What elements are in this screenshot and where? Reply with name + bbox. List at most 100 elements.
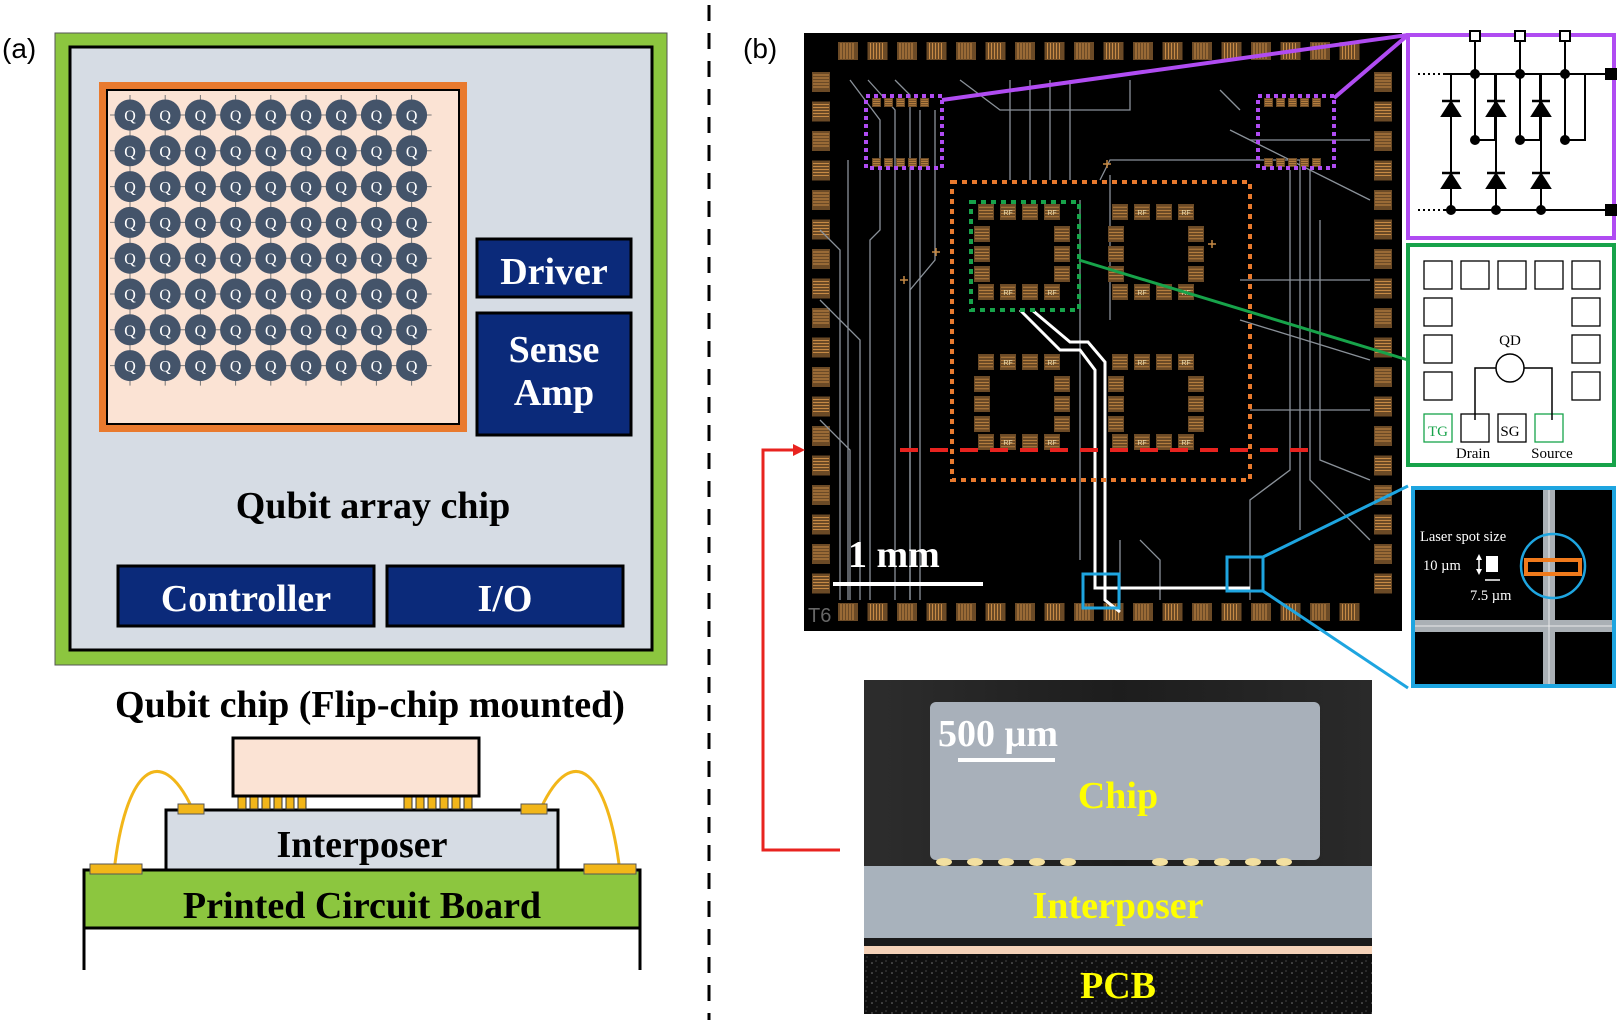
qubit-label: Q [195,215,207,232]
source-label: Source [1531,446,1573,462]
svg-text:RF: RF [1003,440,1012,447]
qubit-label: Q [406,180,418,197]
qubit [220,242,252,274]
qubit-label: Q [230,144,242,161]
qubit [396,242,428,274]
svg-text:RF: RF [1181,210,1190,217]
qubit-label: Q [300,323,312,340]
drain-label: Drain [1456,446,1491,462]
laser-spot-box-left [1081,572,1121,610]
photo-pcb-label: PCB [1080,965,1156,1007]
qubit-label: Q [300,144,312,161]
qubit [325,99,357,131]
qubit [114,278,146,310]
qubit-chip-block [231,736,481,798]
qubit-label: Q [406,108,418,125]
gate-pad [1534,413,1564,443]
cross-section-arrow [761,448,840,852]
qubit [114,99,146,131]
qubit [360,135,392,167]
qubit [184,314,216,346]
qubit-label: Q [335,180,347,197]
controller-label: Controller [161,578,331,620]
qubit [114,135,146,167]
die-bond-pads [812,42,1392,621]
gate-pad [1571,297,1601,327]
laser-height-label: 10 µm [1423,558,1461,574]
qubit [149,350,181,382]
qubit [149,278,181,310]
svg-text:RF: RF [1047,440,1056,447]
interposer-pad-left [177,803,205,815]
qubit [184,242,216,274]
qubit [255,206,287,238]
signal-line-1 [1018,308,1250,590]
qubit-label: Q [195,323,207,340]
qubit-label: Q [230,180,242,197]
qubit-label: Q [335,287,347,304]
qubit-label: Q [124,359,136,376]
qubit-label: Q [265,251,277,268]
photo-scale-label: 500 µm [938,713,1058,755]
qubit [220,350,252,382]
qubit-label: Q [300,108,312,125]
qubit-label: Q [265,323,277,340]
svg-text:RF: RF [1137,360,1146,367]
qubit-label: Q [159,323,171,340]
qubit-label: Q [230,323,242,340]
qubit-label: Q [195,359,207,376]
qubit-label: Q [124,180,136,197]
qubit [290,242,322,274]
qubit [220,206,252,238]
gate-pad [1423,297,1453,327]
qubit-label: Q [265,108,277,125]
qubit-label: Q [300,251,312,268]
qubit-label: Q [124,108,136,125]
laser-spot-circle [1519,532,1587,600]
qubit [290,99,322,131]
qubit-label: Q [124,144,136,161]
qubit-label: Q [159,108,171,125]
qubit-label: Q [406,251,418,268]
svg-text:RF: RF [1137,210,1146,217]
solder-bump [415,796,425,810]
solder-bump [403,796,413,810]
solder-bump [285,796,295,810]
svg-text:RF: RF [1181,440,1190,447]
qubit-label: Q [406,215,418,232]
qubit [325,242,357,274]
qubit [325,314,357,346]
qubit [149,242,181,274]
qubit [114,242,146,274]
qubit-label: Q [406,359,418,376]
qubit [184,206,216,238]
qubit [114,171,146,203]
qubit [114,350,146,382]
io-box [385,564,625,628]
gate-pad [1423,260,1453,290]
qubit-label: Q [159,287,171,304]
qubit [396,99,428,131]
qubit [396,350,428,382]
photo-chip-label: Chip [1078,775,1158,817]
solder-bump [249,796,259,810]
photo-bumps [936,858,1292,866]
qubit [255,99,287,131]
qubit [325,171,357,203]
gate-pad [1571,371,1601,401]
qubit [325,350,357,382]
wire-bond-right [539,770,622,873]
qubit [220,314,252,346]
svg-text:RF: RF [1003,290,1012,297]
gate-pad [1423,334,1453,364]
qubit-label: Q [159,180,171,197]
qubit-label: Q [195,144,207,161]
qubit [184,99,216,131]
qubit [114,206,146,238]
laser-spot-marker [1524,558,1582,576]
qubit [149,135,181,167]
pcb-pad-right [583,863,637,875]
qubit [360,314,392,346]
qubit [396,278,428,310]
qubit [360,99,392,131]
